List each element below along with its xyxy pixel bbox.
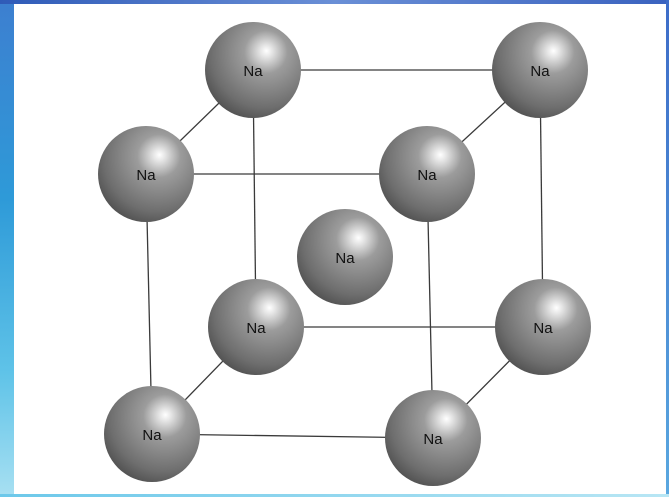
atom-label: Na — [243, 63, 263, 80]
atom-label: Na — [335, 250, 355, 267]
atom-front-bottom-right: Na — [385, 390, 481, 486]
atom-front-top-right: Na — [379, 126, 475, 222]
atom-body-center: Na — [297, 209, 393, 305]
slide-border-top — [0, 0, 669, 4]
atom-label: Na — [533, 320, 553, 337]
slide-border-left — [0, 0, 14, 497]
atom-front-top-left: Na — [98, 126, 194, 222]
atom-label: Na — [530, 63, 550, 80]
atom-back-top-right: Na — [492, 22, 588, 118]
atom-back-top-left: Na — [205, 22, 301, 118]
atom-label: Na — [246, 320, 266, 337]
atom-label: Na — [136, 167, 156, 184]
atoms-group: Na Na Na Na Na Na — [98, 22, 591, 486]
atom-label: Na — [423, 431, 443, 448]
slide-border-bottom — [0, 494, 669, 497]
atom-back-bottom-left: Na — [208, 279, 304, 375]
atom-back-bottom-right: Na — [495, 279, 591, 375]
atom-label: Na — [417, 167, 437, 184]
atom-front-bottom-left: Na — [104, 386, 200, 482]
slide-border-right — [666, 0, 669, 497]
atom-label: Na — [142, 427, 162, 444]
